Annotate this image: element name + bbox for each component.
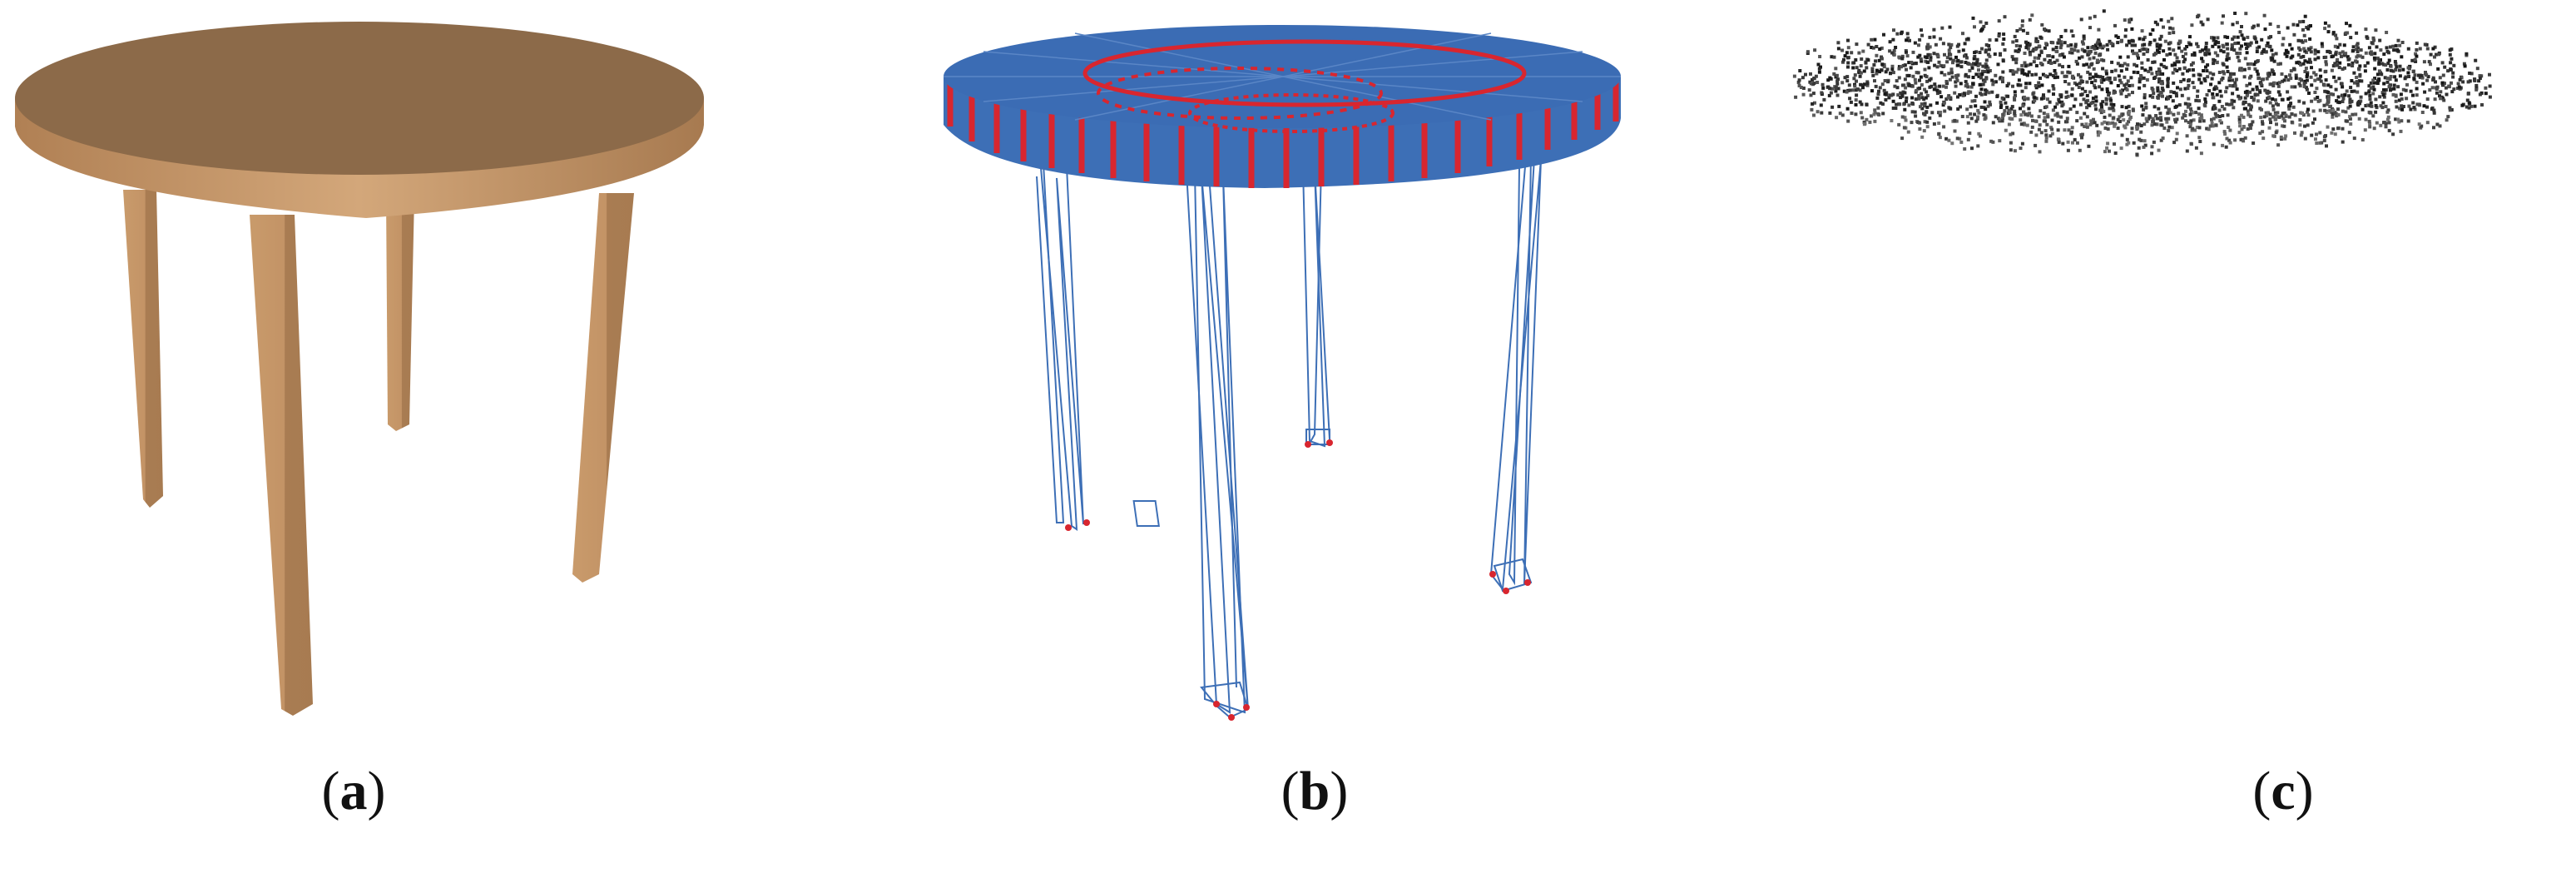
wire-inner-ring-dashed xyxy=(1097,67,1383,120)
table-leg-back-left xyxy=(123,190,163,508)
panel-label-b: (b) xyxy=(1281,761,1349,821)
table-leg-front-right xyxy=(572,193,634,583)
wire-inner-ring-inner xyxy=(1188,93,1395,133)
solid-table-illustration xyxy=(15,22,704,716)
table-leg-back-right xyxy=(386,196,414,431)
panel-b: (b) xyxy=(859,0,1717,873)
table-leg-front-left xyxy=(250,215,313,716)
point-cloud-illustration xyxy=(1792,9,2492,157)
table-top-surface xyxy=(15,22,704,175)
panel-c: (c) xyxy=(1717,0,2576,873)
panel-a: (a) xyxy=(0,0,859,873)
wire-inner-ring-outer xyxy=(1082,39,1527,107)
wire-legs xyxy=(1036,154,1542,719)
wire-vertices-legs xyxy=(1065,439,1531,721)
point-cloud-points xyxy=(1792,9,2492,157)
panel-label-a: (a) xyxy=(321,761,386,821)
wireframe-table-illustration xyxy=(944,25,1621,721)
panel-label-c: (c) xyxy=(2252,761,2314,821)
